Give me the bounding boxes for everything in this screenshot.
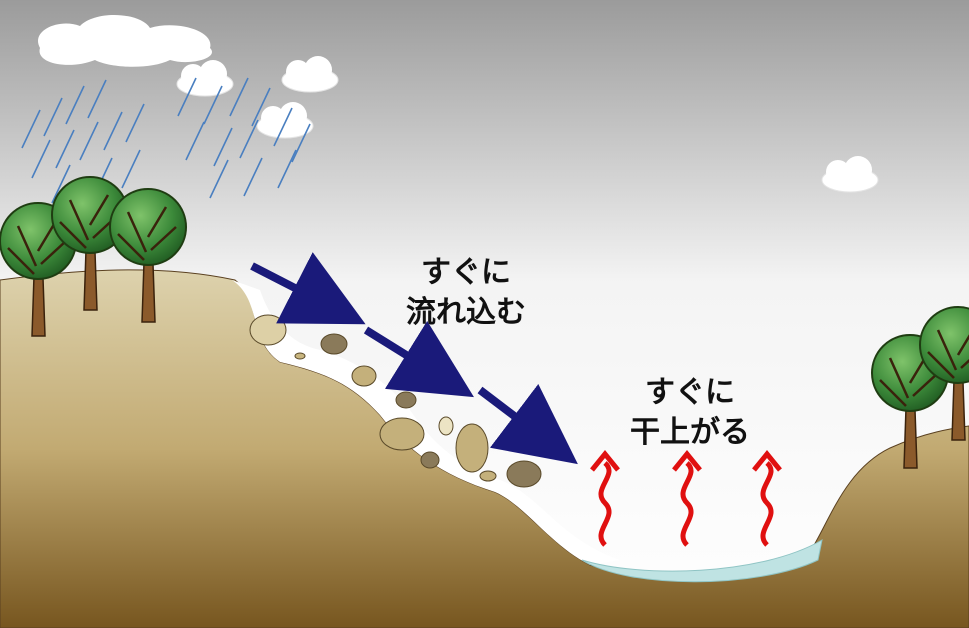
runoff-label-line2: 流れ込む <box>406 295 526 330</box>
cloud-icon <box>38 14 879 193</box>
heat-arrow-icon <box>590 450 782 545</box>
runoff-label-line1: すぐに <box>421 255 511 290</box>
rocks <box>249 314 542 488</box>
evaporation-label-line1: すぐに <box>645 375 735 410</box>
water-pool <box>581 539 823 583</box>
rain-icon <box>21 77 311 204</box>
evaporation-label-line2: 干上がる <box>630 415 750 450</box>
flow-arrow-icon <box>250 252 578 465</box>
runoff-channel <box>232 280 620 565</box>
